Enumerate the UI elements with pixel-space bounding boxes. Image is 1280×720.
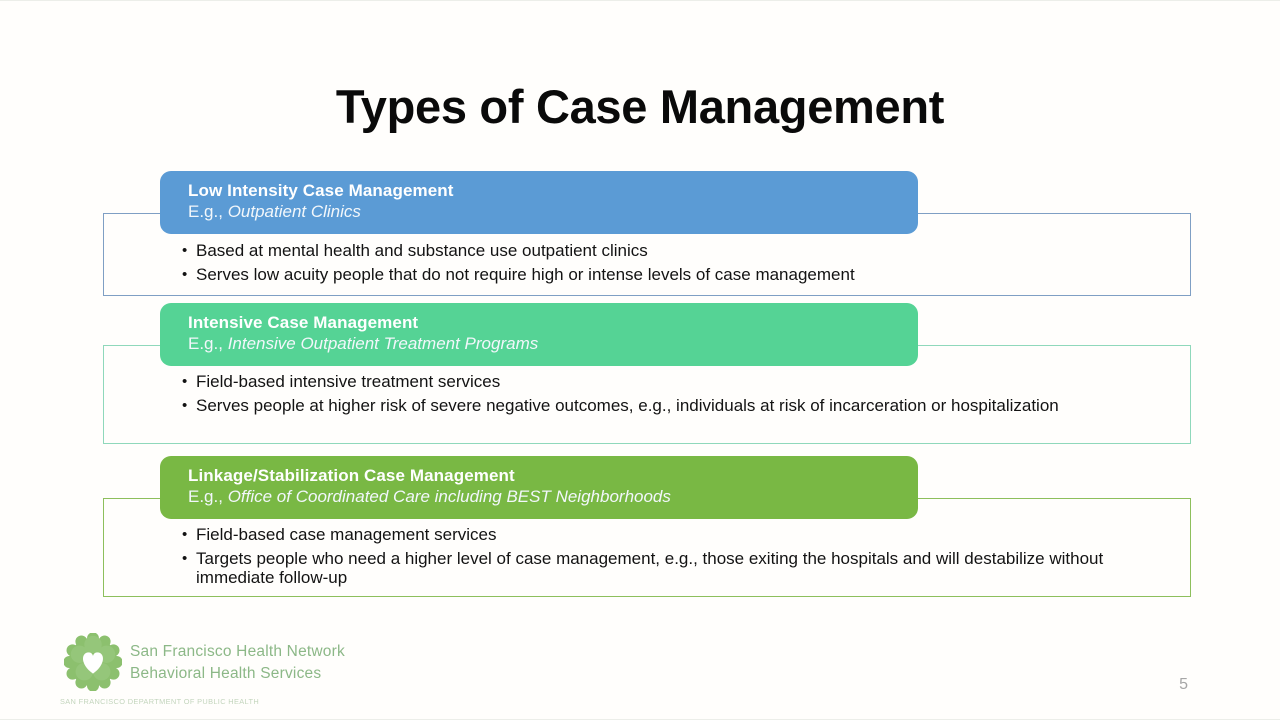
section-heading: Low Intensity Case Management bbox=[188, 181, 454, 200]
example-text: Outpatient Clinics bbox=[227, 202, 361, 221]
section-example: E.g., Office of Coordinated Care includi… bbox=[188, 486, 918, 508]
list-item: Field-based case management services bbox=[182, 525, 1172, 545]
example-text: Office of Coordinated Care including BES… bbox=[227, 487, 671, 506]
section-example: E.g., Outpatient Clinics bbox=[188, 201, 918, 223]
footer: San Francisco Health Network Behavioral … bbox=[60, 631, 620, 711]
list-item: Serves people at higher risk of severe n… bbox=[182, 396, 1172, 416]
list-item: Field-based intensive treatment services bbox=[182, 372, 1172, 392]
org-line-1: San Francisco Health Network bbox=[130, 643, 345, 660]
section-heading: Intensive Case Management bbox=[188, 313, 419, 332]
section-header-bar[interactable]: Linkage/Stabilization Case Management E.… bbox=[160, 456, 918, 519]
section-bullet-list: Based at mental health and substance use… bbox=[182, 241, 1172, 288]
example-prefix: E.g., bbox=[188, 487, 228, 506]
section-heading: Linkage/Stabilization Case Management bbox=[188, 466, 515, 485]
page-title: Types of Case Management bbox=[335, 80, 945, 133]
page-number: 5 bbox=[1179, 676, 1188, 693]
section-example: E.g., Intensive Outpatient Treatment Pro… bbox=[188, 333, 918, 355]
section-bullet-list: Field-based case management services Tar… bbox=[182, 525, 1172, 592]
department-line: SAN FRANCISCO DEPARTMENT OF PUBLIC HEALT… bbox=[60, 697, 260, 706]
heart-in-green-flower-icon bbox=[63, 632, 123, 692]
example-text: Intensive Outpatient Treatment Programs bbox=[227, 334, 539, 353]
list-item: Based at mental health and substance use… bbox=[182, 241, 1172, 261]
list-item: Targets people who need a higher level o… bbox=[182, 549, 1172, 588]
section-header-bar[interactable]: Low Intensity Case Management E.g., Outp… bbox=[160, 171, 918, 234]
example-prefix: E.g., bbox=[188, 202, 228, 221]
example-prefix: E.g., bbox=[188, 334, 228, 353]
section-header-bar[interactable]: Intensive Case Management E.g., Intensiv… bbox=[160, 303, 918, 366]
section-bullet-list: Field-based intensive treatment services… bbox=[182, 372, 1172, 419]
organization-name: San Francisco Health Network Behavioral … bbox=[130, 641, 550, 685]
org-line-2: Behavioral Health Services bbox=[130, 665, 322, 682]
list-item: Serves low acuity people that do not req… bbox=[182, 265, 1172, 285]
